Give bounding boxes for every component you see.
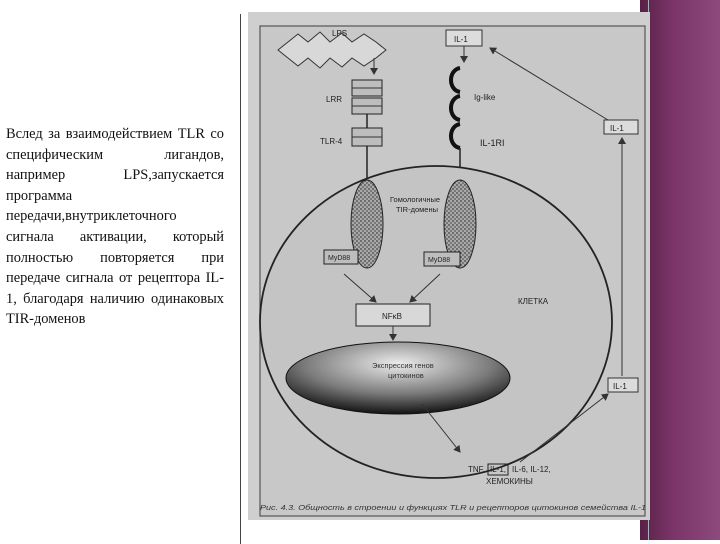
il1-right-top-box (603, 119, 639, 135)
decorative-side-band (640, 0, 720, 540)
tlr4-label: TLR-4 (320, 137, 343, 146)
feedback-arrow-bottom (519, 393, 609, 463)
lps-ligand: LPS (277, 29, 387, 69)
il1-right-top-label: IL-1 (610, 124, 624, 133)
il1ri-ig-like-hooks (449, 66, 461, 150)
myd88-right-box (423, 251, 461, 267)
nfkb-label: NFκB (382, 312, 402, 321)
slide-divider-line (240, 14, 241, 544)
diagram-photo: LPS IL-1 LRR TLR-4 Ig-like IL-1RI IL-1 К… (248, 12, 650, 520)
slide-body-text: Вслед за взаимодействием TLR со специфич… (6, 126, 224, 328)
feedback-arrow-top (489, 47, 609, 121)
myd88-left-box (323, 249, 359, 265)
cytokine-output-tnf: TNF, (468, 465, 485, 474)
lrr-label: LRR (326, 95, 342, 104)
tir-domains-label: Гомологичные TIR-домены (390, 195, 442, 214)
il1ri-label: IL-1RI (480, 138, 505, 148)
arrow-to-cytokines (421, 403, 461, 453)
tir-domain-right (443, 179, 477, 269)
il1-right-bottom-box (607, 377, 639, 393)
myd88-right-label: MyD88 (428, 257, 450, 264)
arrow-to-nfkb-right (409, 273, 441, 303)
myd88-left-label: MyD88 (328, 255, 350, 262)
nucleus (285, 341, 511, 415)
cytokine-il1-highlight (487, 463, 509, 476)
cell-label: КЛЕТКА (518, 297, 549, 306)
nucleus-label: Экспрессия генов цитокинов (372, 361, 436, 380)
diagram-svg: LPS IL-1 LRR TLR-4 Ig-like IL-1RI IL-1 К… (259, 25, 646, 517)
arrow-to-nfkb-left (343, 273, 377, 303)
figure-caption: Рис. 4.3. Общность в строении и функциях… (260, 503, 646, 512)
tir-domain-left (350, 179, 384, 269)
ig-like-label: Ig-like (474, 93, 496, 102)
lps-label: LPS (332, 29, 347, 38)
cytokine-output-il6-il12: IL-6, IL-12, (512, 465, 551, 474)
cytokine-output-chemokines: ХЕМОКИНЫ (486, 477, 533, 486)
il1-right-bottom-label: IL-1 (613, 382, 627, 391)
il1-top-label: IL-1 (454, 35, 468, 44)
cytokine-output-il1: IL-1, (490, 465, 506, 474)
